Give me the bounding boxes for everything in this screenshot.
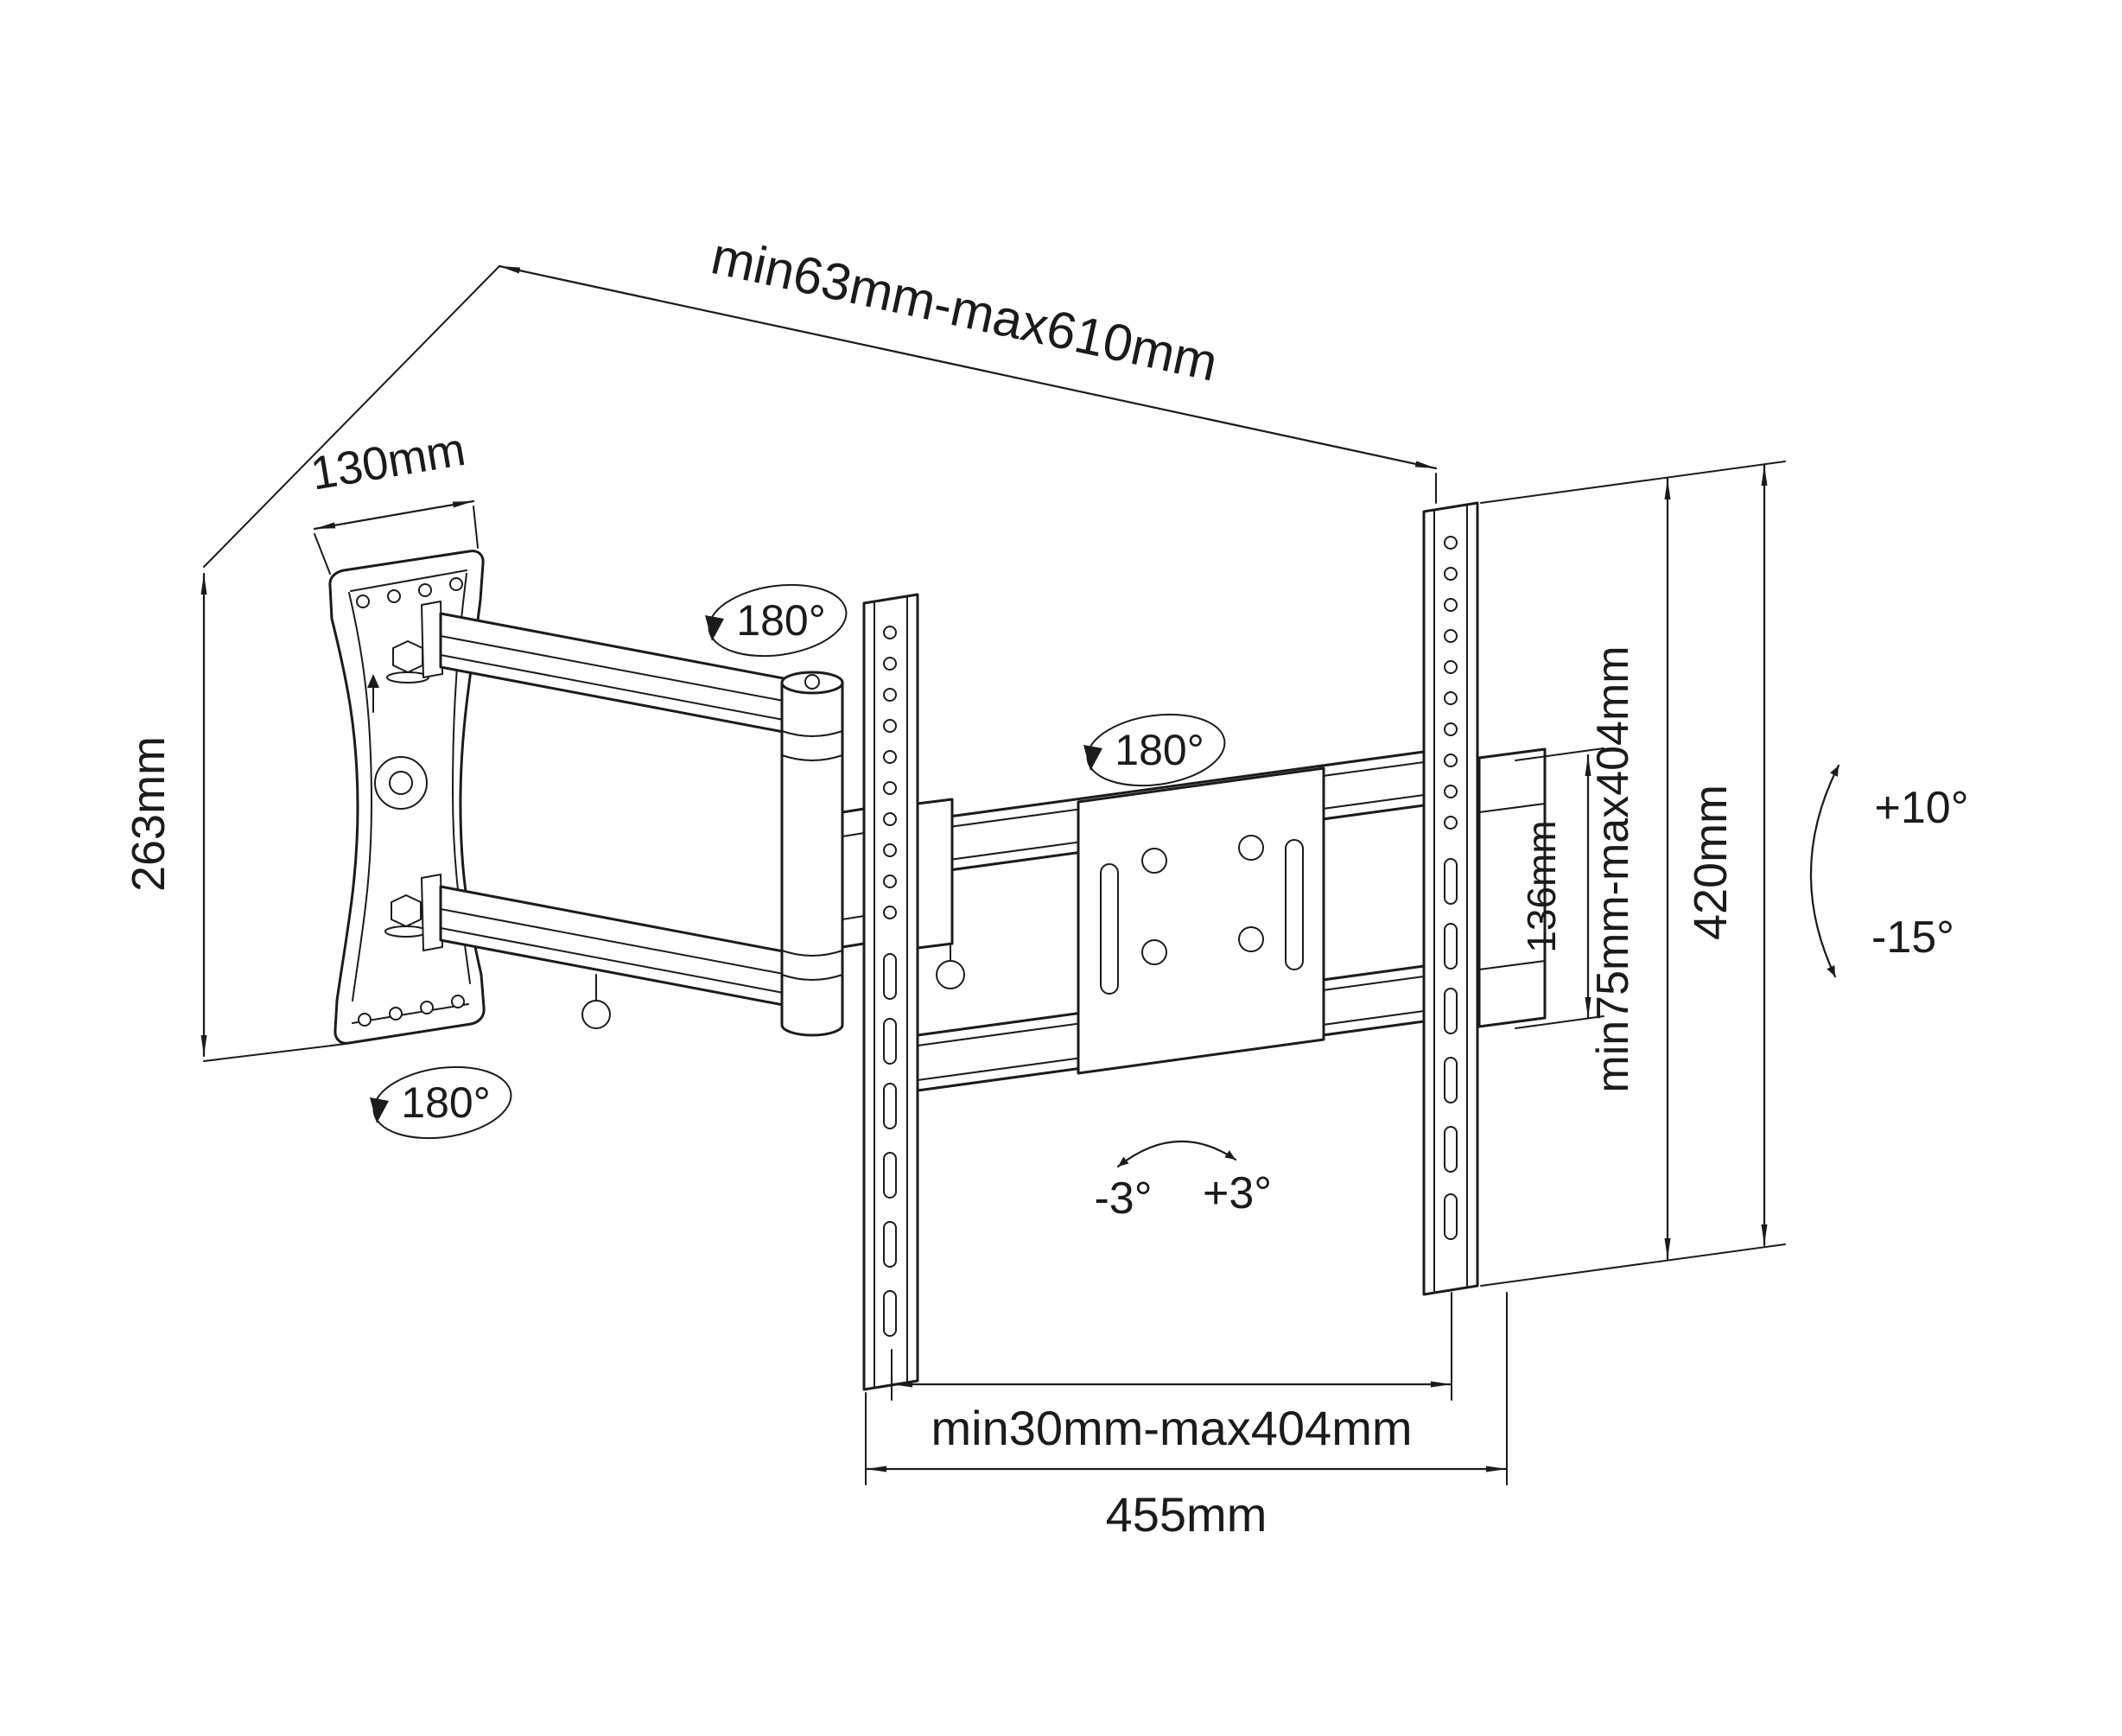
left-rail: [862, 593, 919, 1391]
swivel-bottom-label: 180°: [401, 1078, 490, 1127]
lower-arm: [439, 885, 790, 1008]
dim-bracket-height: 420mm: [1685, 463, 1768, 1247]
swivel-mid-label: 180°: [1115, 726, 1204, 774]
hinge-to-rail-arm: [841, 807, 866, 949]
dim-vesa-width: min30mm-max404mm: [890, 1292, 1453, 1455]
dim-vesa-height-label: min75mm-max404mm: [1588, 645, 1638, 1092]
dim-plate-offset: 136mm: [1515, 747, 1604, 1029]
tilt-up-label: +10°: [1874, 783, 1968, 833]
rail-adapter: [916, 798, 965, 989]
swivel-arrow-icon: [1083, 745, 1102, 771]
swivel-indicator-mid: 180°: [1083, 713, 1226, 787]
cable-hook: [581, 974, 611, 1029]
dim-wall-plate-height-label: 263mm: [123, 736, 175, 892]
lower-bolt: [384, 894, 428, 938]
upper-bolt: [386, 640, 429, 684]
roll-left-label: -3°: [1094, 1173, 1152, 1224]
dim-wall-plate-height: 263mm: [123, 572, 346, 1062]
tilt-down-label: -15°: [1871, 913, 1954, 963]
dim-vesa-width-label: min30mm-max404mm: [931, 1401, 1413, 1455]
dimension-annotations: min63mm-max610mm 130mm 263mm 180° 180°: [123, 226, 1969, 1542]
dim-bracket-width: 455mm: [864, 1292, 1509, 1542]
vesa-plate: [1077, 766, 1325, 1075]
dim-wall-plate-width: 130mm: [307, 423, 479, 575]
dim-bracket-width-label: 455mm: [1106, 1487, 1267, 1542]
dim-bracket-height-label: 420mm: [1685, 785, 1737, 940]
swivel-top-label: 180°: [736, 596, 825, 645]
roll-indicator: -3° +3°: [1094, 1140, 1272, 1224]
swivel-indicator-top: 180°: [705, 583, 848, 658]
dim-wall-plate-width-label: 130mm: [307, 423, 468, 500]
side-wing-plate: [1477, 747, 1547, 1028]
roll-right-label: +3°: [1203, 1168, 1272, 1218]
tv-bracket: [862, 501, 1547, 1391]
right-rail: [1422, 501, 1479, 1296]
orientation-arrow-icon: [367, 674, 379, 713]
swivel-arrow-icon: [705, 615, 724, 641]
articulating-arms: [421, 601, 790, 1029]
swivel-arrow-icon: [370, 1097, 389, 1123]
dim-plate-offset-label: 136mm: [1519, 820, 1564, 952]
dim-vesa-height: min75mm-max404mm: [1480, 461, 1786, 1287]
swivel-indicator-bottom: 180°: [370, 1065, 512, 1140]
swivel-hinge: [780, 671, 866, 1037]
tilt-indicator: +10° -15°: [1809, 764, 1969, 978]
